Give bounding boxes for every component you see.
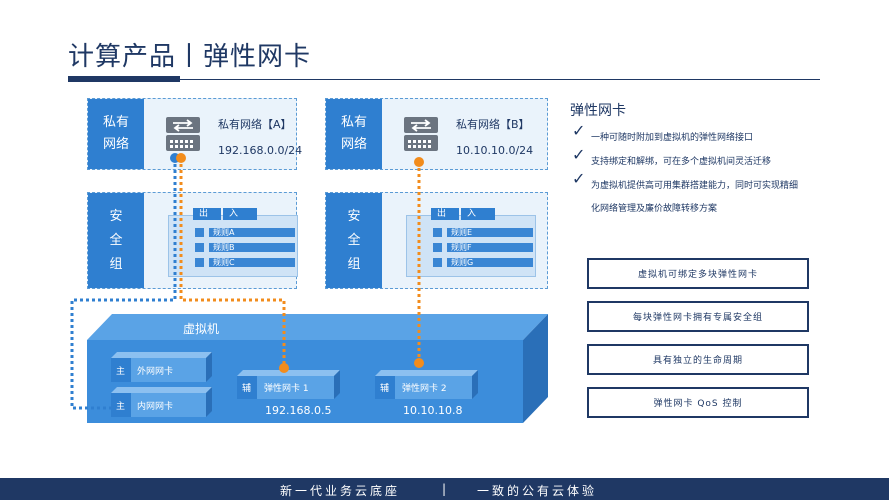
- check-icon: ✓: [572, 121, 586, 140]
- page-title: 计算产品丨弹性网卡: [68, 42, 312, 72]
- feature-item: 一种可随时附加到虚拟机的弹性网络接口: [591, 133, 754, 143]
- features-title: 弹性网卡: [570, 103, 626, 119]
- tab-out[interactable]: 出: [431, 208, 459, 220]
- elastic-nic-1-ip: 192.168.0.5: [265, 404, 332, 417]
- security-group-2-side: 安全组: [326, 193, 382, 288]
- nic-internal: [111, 387, 212, 417]
- vm-label: 虚拟机: [183, 322, 220, 336]
- tab-in[interactable]: 入: [461, 208, 495, 220]
- rule-item: 规则A: [209, 228, 295, 237]
- elastic-nic-1-link: [179, 158, 286, 370]
- network-a-name: 私有网络【A】: [218, 118, 292, 131]
- rule-item: 规则G: [447, 258, 533, 267]
- rule-item: 规则F: [447, 243, 533, 252]
- primary-nic-link: [70, 158, 177, 410]
- feature-box: 每块弹性网卡拥有专属安全组: [587, 301, 809, 332]
- nic-name: 弹性网卡 1: [264, 384, 309, 394]
- rule-bullet: [433, 243, 442, 252]
- network-b-cidr: 10.10.10.0/24: [456, 144, 534, 157]
- security-group-1-panel: 安全组 出 入 规则A 规则B 规则C: [87, 192, 298, 289]
- nic-external: [111, 352, 212, 382]
- feature-item: 支持绑定和解绑，可在多个虚拟机间灵活迁移: [591, 157, 772, 167]
- link-dot: [414, 358, 424, 368]
- footer-right: 一致的公有云体验: [477, 484, 598, 498]
- network-b-side-label: 私有网络: [340, 115, 367, 152]
- nic-tag: 主: [116, 402, 126, 412]
- feature-box: 具有独立的生命周期: [587, 344, 809, 375]
- security-group-1-rules: 出 入 规则A 规则B 规则C: [168, 208, 298, 277]
- rule-bullet: [433, 228, 442, 237]
- tab-out[interactable]: 出: [193, 208, 221, 220]
- feature-box: 虚拟机可绑定多块弹性网卡: [587, 258, 809, 289]
- nic-elastic-1: [237, 370, 340, 399]
- check-icon: ✓: [572, 169, 586, 188]
- title-accent-bar: [68, 76, 180, 82]
- router-icon: [404, 117, 438, 151]
- security-group-1-side-label: 安全组: [109, 208, 123, 272]
- vm-side-face: [523, 314, 548, 423]
- network-b-name: 私有网络【B】: [456, 118, 530, 131]
- network-a-cidr: 192.168.0.0/24: [218, 144, 303, 157]
- rule-bullet: [195, 258, 204, 267]
- network-a-panel: 私有网络 私有网络【A】 192.168.0.0/24: [87, 98, 302, 170]
- router-icon: [166, 117, 200, 151]
- vm-top-face: [87, 314, 548, 340]
- nic-name: 内网网卡: [137, 402, 174, 412]
- network-a-side-label: 私有网络: [102, 115, 129, 152]
- nic-elastic-2: [375, 370, 478, 399]
- feature-box: 弹性网卡 QoS 控制: [587, 387, 809, 418]
- footer-bar: 新一代业务云底座 | 一致的公有云体验: [0, 478, 889, 500]
- footer-left: 新一代业务云底座: [280, 484, 401, 498]
- nic-name: 外网网卡: [137, 367, 174, 377]
- title-divider: [180, 79, 820, 80]
- feature-item: 化网络管理及廉价故障转移方案: [591, 204, 718, 214]
- network-a-side: 私有网络: [88, 99, 144, 169]
- security-group-1-side: 安全组: [88, 193, 144, 288]
- link-dot: [279, 363, 289, 373]
- nic-name: 弹性网卡 2: [402, 384, 447, 394]
- security-group-2-panel: 安全组 出 入 规则E 规则F 规则G: [325, 192, 548, 289]
- rule-item: 规则C: [209, 258, 295, 267]
- check-icon: ✓: [572, 145, 586, 164]
- rule-bullet: [195, 243, 204, 252]
- rule-bullet: [433, 258, 442, 267]
- footer-separator: |: [442, 482, 450, 496]
- network-b-panel: 私有网络 私有网络【B】 10.10.10.0/24: [325, 98, 548, 170]
- rule-item: 规则E: [447, 228, 533, 237]
- network-b-side: 私有网络: [326, 99, 382, 169]
- rule-item: 规则B: [209, 243, 295, 252]
- security-group-2-rules: 出 入 规则E 规则F 规则G: [406, 208, 536, 277]
- feature-item: 为虚拟机提供高可用集群搭建能力，同时可实现精细: [591, 181, 799, 191]
- security-group-2-side-label: 安全组: [347, 208, 361, 272]
- nic-tag: 主: [116, 367, 126, 377]
- nic-tag: 辅: [380, 384, 390, 394]
- link-dot: [176, 153, 186, 163]
- nic-tag: 辅: [242, 384, 252, 394]
- tab-in[interactable]: 入: [223, 208, 257, 220]
- elastic-nic-2-ip: 10.10.10.8: [403, 404, 463, 417]
- rule-bullet: [195, 228, 204, 237]
- link-dot: [414, 157, 424, 167]
